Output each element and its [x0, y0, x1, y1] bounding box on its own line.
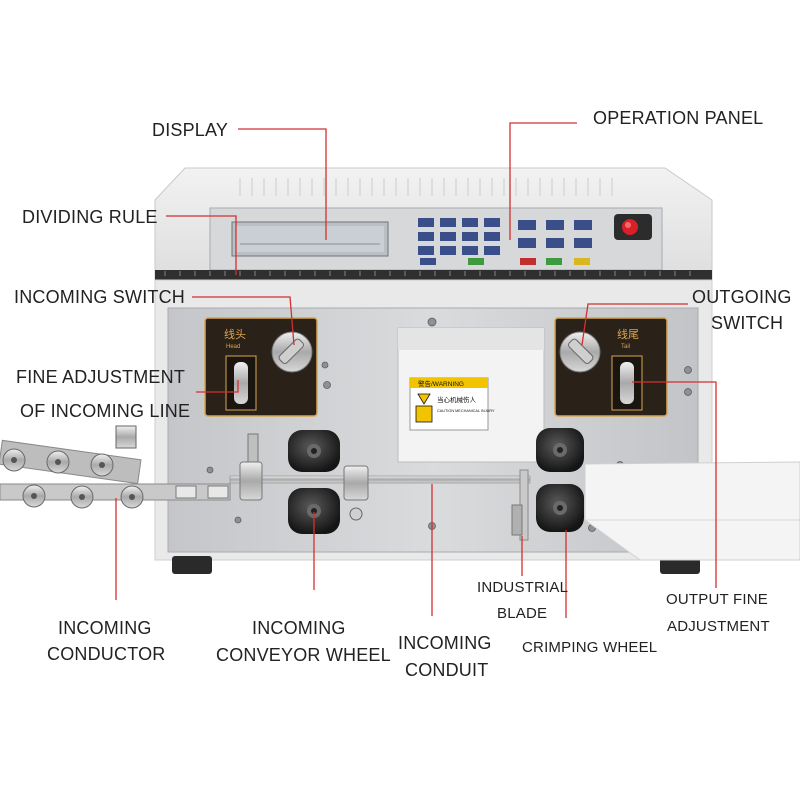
blade-guard: 警告/WARNING 当心机械伤人 CAUTION MECHANICAL INJ…	[397, 327, 545, 463]
wire-guide-blocks	[239, 433, 369, 521]
label-outgoing-switch-line1: OUTGOING	[692, 287, 792, 307]
label-fine-adjustment-line2: OF INCOMING LINE	[20, 401, 191, 421]
label-incoming-switch: INCOMING SWITCH	[14, 287, 185, 307]
outgoing-knob-panel: 线尾 Tail	[554, 317, 668, 417]
label-operation-panel: OPERATION PANEL	[593, 108, 764, 128]
label-output-fine-line1: OUTPUT FINE	[666, 591, 768, 608]
warning-text: 警告/WARNING	[418, 379, 464, 388]
label-industrial-blade-line2: BLADE	[497, 605, 548, 622]
tail-cn-label: 线尾	[617, 327, 639, 341]
leader-fine-adjustment	[196, 380, 239, 393]
label-display: DISPLAY	[152, 120, 229, 140]
head-en-label: Head	[226, 344, 240, 350]
label-output-fine-line2: ADJUSTMENT	[667, 618, 770, 635]
leader-outgoing-switch	[581, 303, 688, 346]
label-industrial-blade-line1: INDUSTRIAL	[477, 579, 569, 596]
label-dividing-rule: DIVIDING RULE	[22, 207, 158, 227]
keypad	[418, 218, 592, 265]
incoming-conveyor-wheels	[288, 430, 340, 534]
label-incoming-conduit-line1: INCOMING	[398, 633, 492, 653]
label-outgoing-switch-line2: SWITCH	[711, 313, 784, 333]
leader-display	[238, 128, 327, 240]
crimping-wheels	[536, 428, 584, 532]
leader-lines	[115, 122, 717, 618]
incoming-knob-panel: 线头 Head	[204, 317, 318, 417]
incoming-conductor-rollers	[0, 425, 231, 509]
lcd-display	[231, 221, 389, 257]
dividing-rule-strip	[155, 270, 712, 280]
label-incoming-conductor-line1: INCOMING	[58, 618, 152, 638]
tail-en-label: Tail	[621, 344, 630, 350]
leader-output-fine	[632, 381, 717, 588]
label-conveyor-wheel-line2: CONVEYOR WHEEL	[216, 645, 391, 665]
leader-dividing-rule	[166, 215, 237, 275]
label-incoming-conductor-line2: CONDUCTOR	[47, 644, 166, 664]
label-incoming-conduit-line2: CONDUIT	[405, 660, 489, 680]
incoming-conduit-rod	[229, 469, 531, 541]
head-cn-label: 线头	[224, 327, 246, 341]
leader-incoming-switch	[192, 296, 295, 346]
label-fine-adjustment-line1: FINE ADJUSTMENT	[16, 367, 186, 387]
caution-en-text: CAUTION MECHANICAL INJURY	[437, 409, 495, 413]
leader-operation-panel	[509, 122, 577, 240]
label-conveyor-wheel-line1: INCOMING	[252, 618, 346, 638]
output-tray	[584, 461, 800, 561]
caution-cn-text: 当心机械伤人	[437, 395, 477, 404]
label-crimping-wheel: CRIMPING WHEEL	[522, 639, 658, 656]
emergency-stop-button	[614, 214, 652, 240]
